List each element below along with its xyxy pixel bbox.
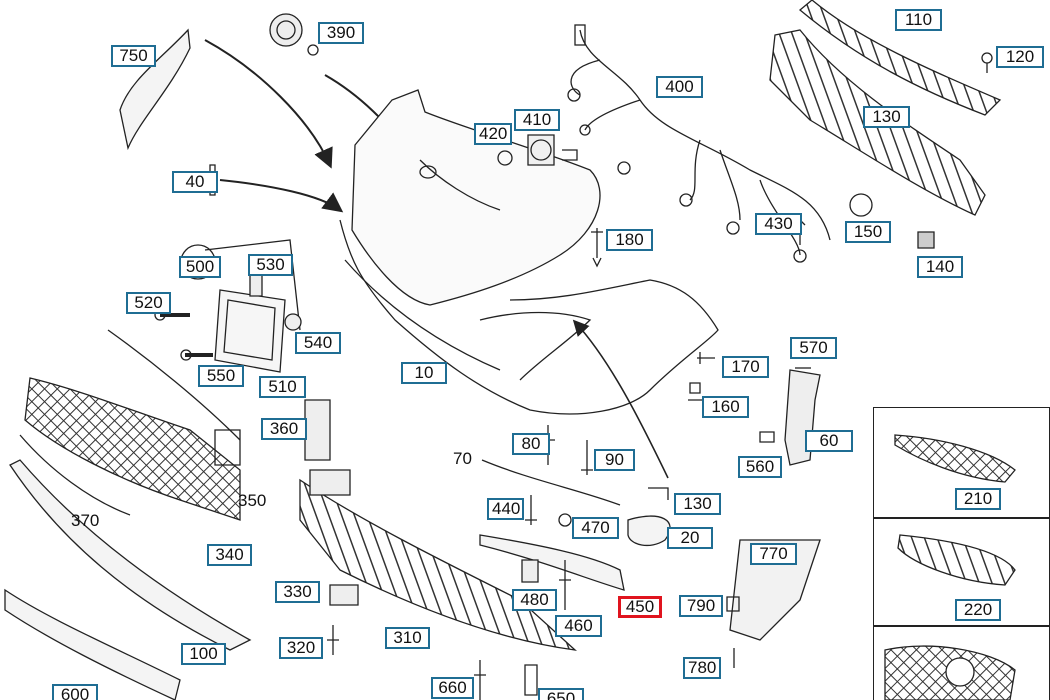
callout-90[interactable]: 90 [594,449,635,471]
callout-770[interactable]: 770 [750,543,797,565]
callout-180[interactable]: 180 [606,229,653,251]
callout-430[interactable]: 430 [755,213,802,235]
callout-550[interactable]: 550 [198,365,244,387]
part-390-emblem [269,13,303,47]
callout-70: 70 [453,449,472,468]
callout-470[interactable]: 470 [572,517,619,539]
callout-350: 350 [238,491,267,510]
callout-60[interactable]: 60 [805,430,853,452]
callout-160[interactable]: 160 [702,396,749,418]
callout-130-lower[interactable]: 130 [674,493,721,515]
callout-520[interactable]: 520 [126,292,171,314]
part-770-bracket [729,539,821,641]
part-110-bar [798,0,1002,116]
callout-310[interactable]: 310 [385,627,430,649]
callout-150[interactable]: 150 [845,221,891,243]
callout-140[interactable]: 140 [917,256,963,278]
callout-660[interactable]: 660 [431,677,474,699]
part-350-grille [24,377,241,521]
part-210-grille [894,434,1016,483]
callout-220[interactable]: 220 [955,599,1001,621]
callout-320[interactable]: 320 [279,637,323,659]
inset-panel-fog [873,626,1050,700]
callout-390[interactable]: 390 [318,22,364,44]
callout-330[interactable]: 330 [275,581,320,603]
callout-600[interactable]: 600 [52,684,98,700]
callout-360[interactable]: 360 [261,418,307,440]
part-370-trim [19,434,131,516]
part-340-lip [9,459,252,651]
callout-500[interactable]: 500 [179,256,221,278]
callout-410[interactable]: 410 [514,109,560,131]
part-600-strip [4,588,181,700]
callout-440[interactable]: 440 [487,498,524,520]
callout-170[interactable]: 170 [722,356,769,378]
callout-400[interactable]: 400 [656,76,703,98]
callout-570[interactable]: 570 [790,337,837,359]
part-400-harness [579,29,831,241]
part-750-trim [119,28,191,151]
callout-510[interactable]: 510 [259,376,306,398]
callout-530[interactable]: 530 [248,254,293,276]
callout-210[interactable]: 210 [955,488,1001,510]
callout-80[interactable]: 80 [512,433,550,455]
part-220-grille [897,534,1016,586]
callout-780[interactable]: 780 [683,657,721,679]
callout-480[interactable]: 480 [512,589,557,611]
callout-340[interactable]: 340 [207,544,252,566]
callout-420[interactable]: 420 [474,123,512,145]
callout-110[interactable]: 110 [895,9,942,31]
callout-450-highlighted[interactable]: 450 [618,596,662,618]
callout-790[interactable]: 790 [679,595,723,617]
callout-750[interactable]: 750 [111,45,156,67]
callout-560[interactable]: 560 [738,456,782,478]
callout-40[interactable]: 40 [172,171,218,193]
callout-10[interactable]: 10 [401,362,447,384]
callout-540[interactable]: 540 [295,332,341,354]
callout-370: 370 [71,511,100,530]
callout-20[interactable]: 20 [667,527,713,549]
callout-130[interactable]: 130 [863,106,910,128]
callout-100[interactable]: 100 [181,643,226,665]
part-310-carrier [299,478,577,651]
part-510-plate-bracket [214,289,286,373]
callout-120[interactable]: 120 [996,46,1044,68]
callout-460[interactable]: 460 [555,615,602,637]
part-450-strip [479,534,625,591]
callout-650[interactable]: 650 [538,688,584,700]
